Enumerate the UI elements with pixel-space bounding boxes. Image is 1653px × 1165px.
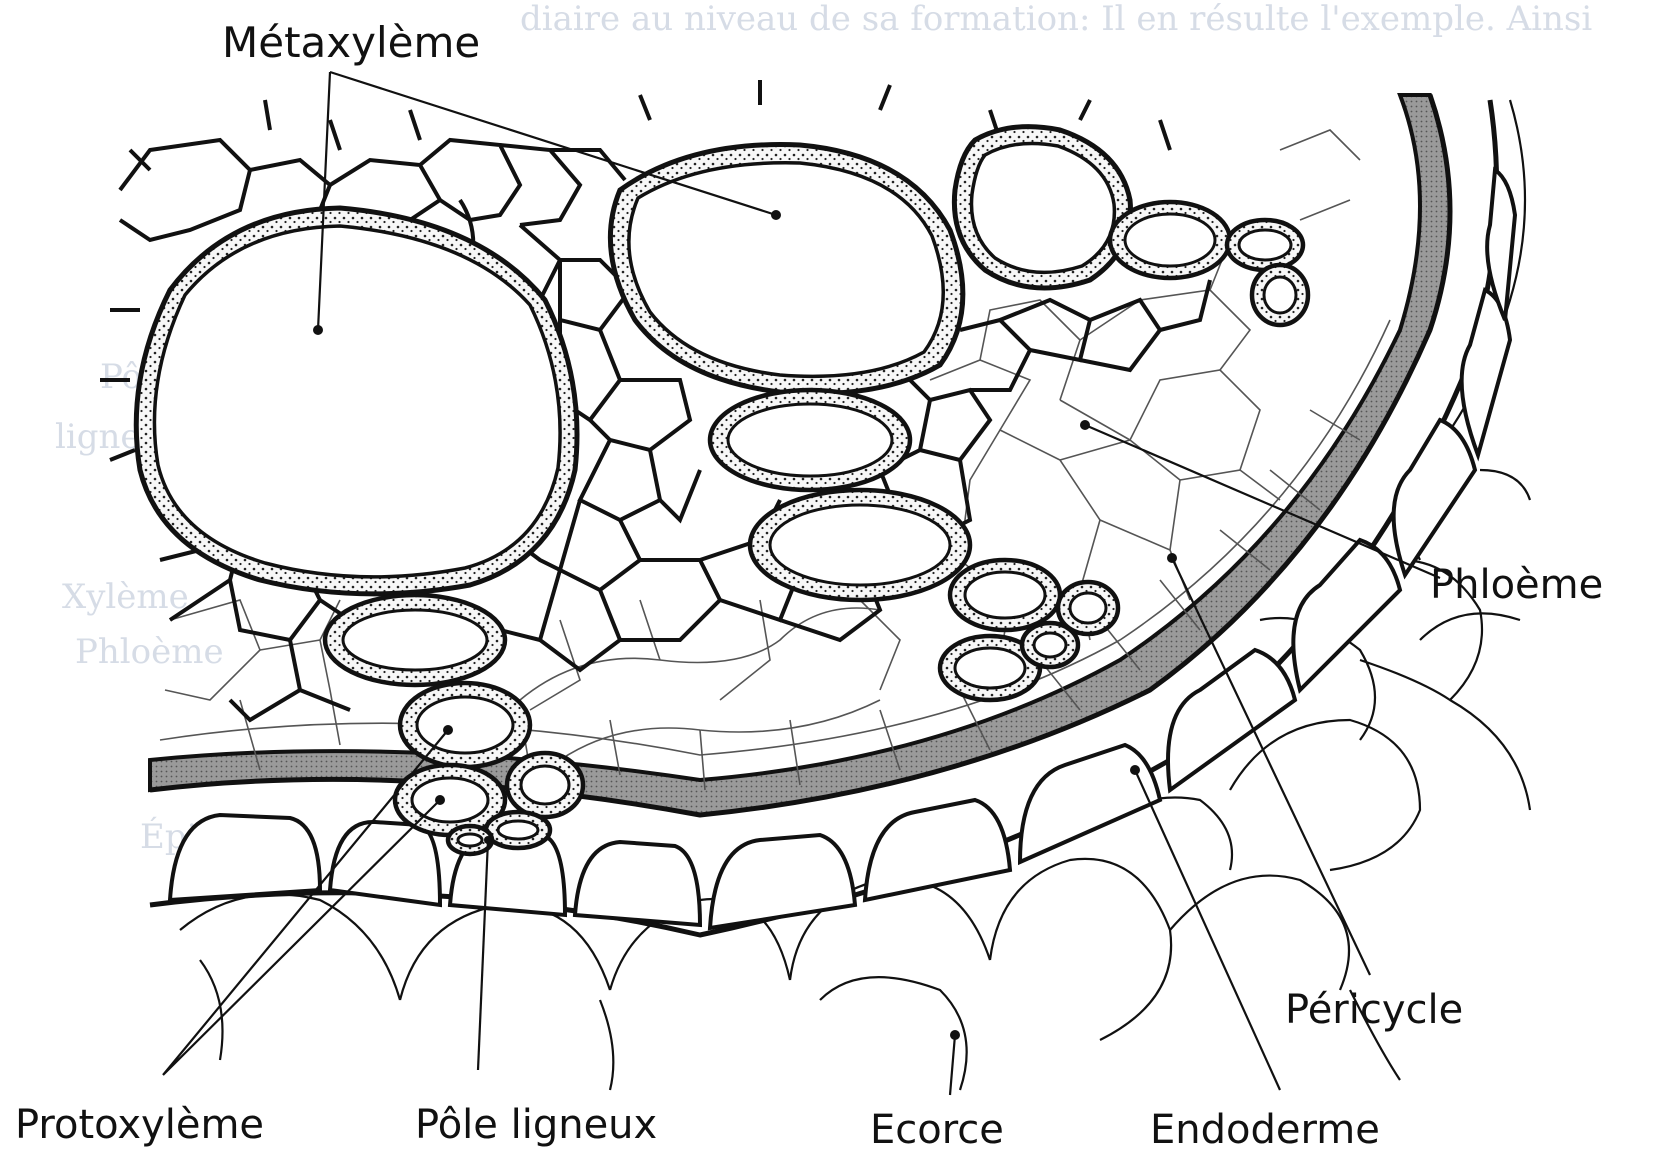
leader-endoderme <box>1135 770 1280 1090</box>
leader-ecorce <box>950 1035 955 1095</box>
label-pericycle: Péricycle <box>1285 990 1463 1030</box>
label-protoxyleme: Protoxylème <box>15 1105 264 1145</box>
label-ecorce: Ecorce <box>870 1110 1004 1150</box>
label-endoderme: Endoderme <box>1150 1110 1380 1150</box>
label-phloeme: Phloème <box>1430 565 1603 605</box>
label-metaxyleme: Métaxylème <box>222 22 480 64</box>
label-pole-ligneux: Pôle ligneux <box>415 1105 657 1145</box>
xylem-vessels <box>136 127 1308 854</box>
